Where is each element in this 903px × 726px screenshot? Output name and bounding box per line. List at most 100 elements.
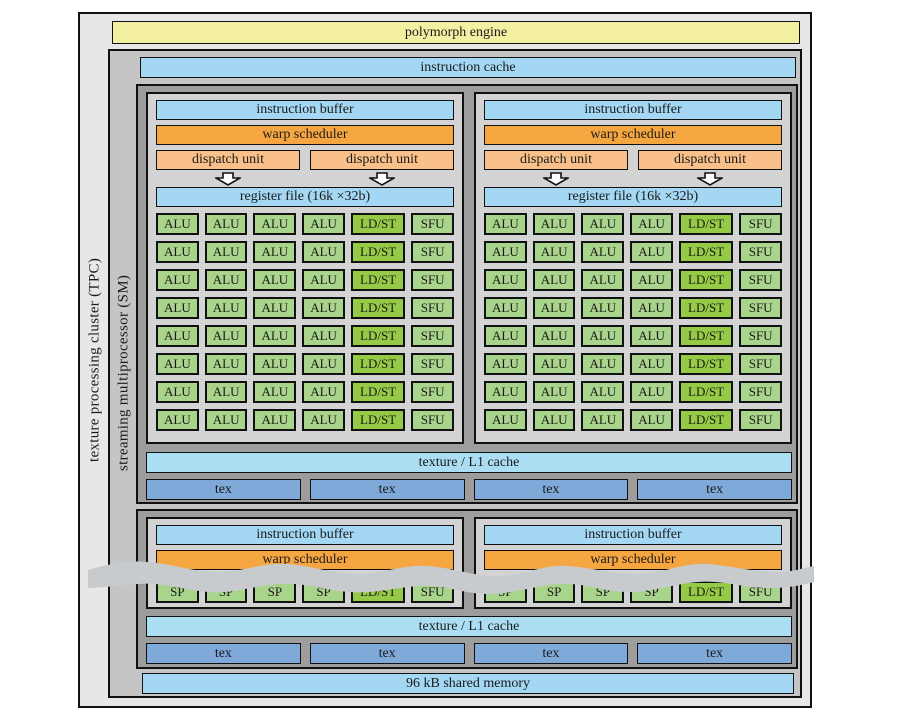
down-arrow-icon <box>369 172 395 186</box>
exec-unit-alu: ALU <box>630 213 673 235</box>
exec-unit-alu: ALU <box>253 269 297 291</box>
texture-l1-cache-bar: texture / L1 cache <box>146 616 792 637</box>
exec-unit-alu: ALU <box>156 241 199 263</box>
exec-unit-sp: SP <box>156 581 199 603</box>
dispatch-unit-label: dispatch unit <box>192 152 264 167</box>
exec-unit-alu: ALU <box>302 241 345 263</box>
exec-unit-sfu: SFU <box>411 409 455 431</box>
tex-unit: tex <box>146 643 301 664</box>
dispatch-unit-bar: dispatch unit <box>156 150 300 170</box>
exec-unit-sp: SP <box>302 581 345 603</box>
exec-unit-sfu: SFU <box>739 297 783 319</box>
tex-unit-row: tex tex tex tex <box>146 643 792 664</box>
exec-unit-alu: ALU <box>253 381 297 403</box>
exec-unit-sfu: SFU <box>411 297 455 319</box>
exec-unit-sfu: SFU <box>411 381 455 403</box>
exec-unit-ldst: LD/ST <box>350 269 406 291</box>
dispatch-unit-bar: dispatch unit <box>310 150 454 170</box>
instruction-buffer-bar: instruction buffer <box>156 525 454 545</box>
exec-unit-alu: ALU <box>302 381 345 403</box>
exec-unit-sfu: SFU <box>411 269 455 291</box>
exec-unit-sfu: SFU <box>411 325 455 347</box>
exec-unit-sfu: SFU <box>739 325 783 347</box>
shared-memory-label: 96 kB shared memory <box>405 675 531 691</box>
exec-unit-alu: ALU <box>581 325 625 347</box>
instruction-cache-label: instruction cache <box>420 59 516 75</box>
exec-unit-alu: ALU <box>532 353 576 375</box>
exec-unit-alu: ALU <box>484 213 527 235</box>
exec-unit-alu: ALU <box>302 269 345 291</box>
down-arrow-icon <box>543 172 569 186</box>
warp-scheduler-label: warp scheduler <box>262 127 348 142</box>
exec-unit-alu: ALU <box>630 269 673 291</box>
exec-unit-alu: ALU <box>630 381 673 403</box>
exec-unit-alu: ALU <box>253 325 297 347</box>
exec-unit-alu: ALU <box>204 297 248 319</box>
warp-scheduler-bar: warp scheduler <box>484 125 782 145</box>
dispatch-unit-bar: dispatch unit <box>638 150 782 170</box>
exec-unit-ldst: LD/ST <box>350 297 406 319</box>
exec-unit-ldst: LD/ST <box>678 581 734 603</box>
exec-unit-ldst: LD/ST <box>678 297 734 319</box>
tex-unit: tex <box>637 643 792 664</box>
exec-unit-alu: ALU <box>302 409 345 431</box>
warp-scheduler-label: warp scheduler <box>590 552 676 567</box>
exec-unit-alu: ALU <box>204 353 248 375</box>
exec-unit-alu: ALU <box>581 409 625 431</box>
tex-label: tex <box>706 481 724 497</box>
register-file-bar: register file (16k ×32b) <box>156 187 454 207</box>
exec-unit-alu: ALU <box>630 409 673 431</box>
exec-unit-alu: ALU <box>302 325 345 347</box>
instruction-buffer-bar: instruction buffer <box>484 100 782 120</box>
exec-unit-alu: ALU <box>484 409 527 431</box>
exec-unit-alu: ALU <box>302 297 345 319</box>
texture-l1-cache-bar: texture / L1 cache <box>146 452 792 473</box>
warp-scheduler-bar: warp scheduler <box>156 125 454 145</box>
exec-unit-alu: ALU <box>204 409 248 431</box>
exec-unit-alu: ALU <box>532 409 576 431</box>
exec-unit-alu: ALU <box>532 381 576 403</box>
dispatch-unit-bar: dispatch unit <box>484 150 628 170</box>
exec-unit-alu: ALU <box>581 381 625 403</box>
exec-unit-sfu: SFU <box>411 581 455 603</box>
exec-unit-alu: ALU <box>581 353 625 375</box>
exec-unit-alu: ALU <box>156 353 199 375</box>
processing-block-top-left: instruction buffer warp scheduler dispat… <box>146 92 464 444</box>
instruction-cache-bar: instruction cache <box>140 57 796 78</box>
exec-unit-ldst: LD/ST <box>350 581 406 603</box>
exec-unit-alu: ALU <box>630 353 673 375</box>
down-arrow-icon <box>697 172 723 186</box>
tex-label: tex <box>378 645 396 661</box>
exec-unit-alu: ALU <box>630 297 673 319</box>
exec-unit-alu: ALU <box>581 241 625 263</box>
exec-unit-ldst: LD/ST <box>350 241 406 263</box>
register-file-label: register file (16k ×32b) <box>239 189 371 204</box>
exec-unit-ldst: LD/ST <box>350 325 406 347</box>
tex-label: tex <box>214 481 232 497</box>
exec-unit-sfu: SFU <box>411 241 455 263</box>
exec-unit-alu: ALU <box>484 297 527 319</box>
exec-unit-ldst: LD/ST <box>350 381 406 403</box>
sm-vertical-label: streaming multiprocessor (SM) <box>115 274 132 472</box>
exec-unit-alu: ALU <box>156 269 199 291</box>
sm-partition-top: instruction buffer warp scheduler dispat… <box>136 84 798 504</box>
exec-unit-alu: ALU <box>484 241 527 263</box>
exec-unit-alu: ALU <box>156 297 199 319</box>
exec-unit-alu: ALU <box>484 353 527 375</box>
exec-unit-alu: ALU <box>253 213 297 235</box>
exec-unit-alu: ALU <box>630 241 673 263</box>
exec-unit-sfu: SFU <box>739 269 783 291</box>
